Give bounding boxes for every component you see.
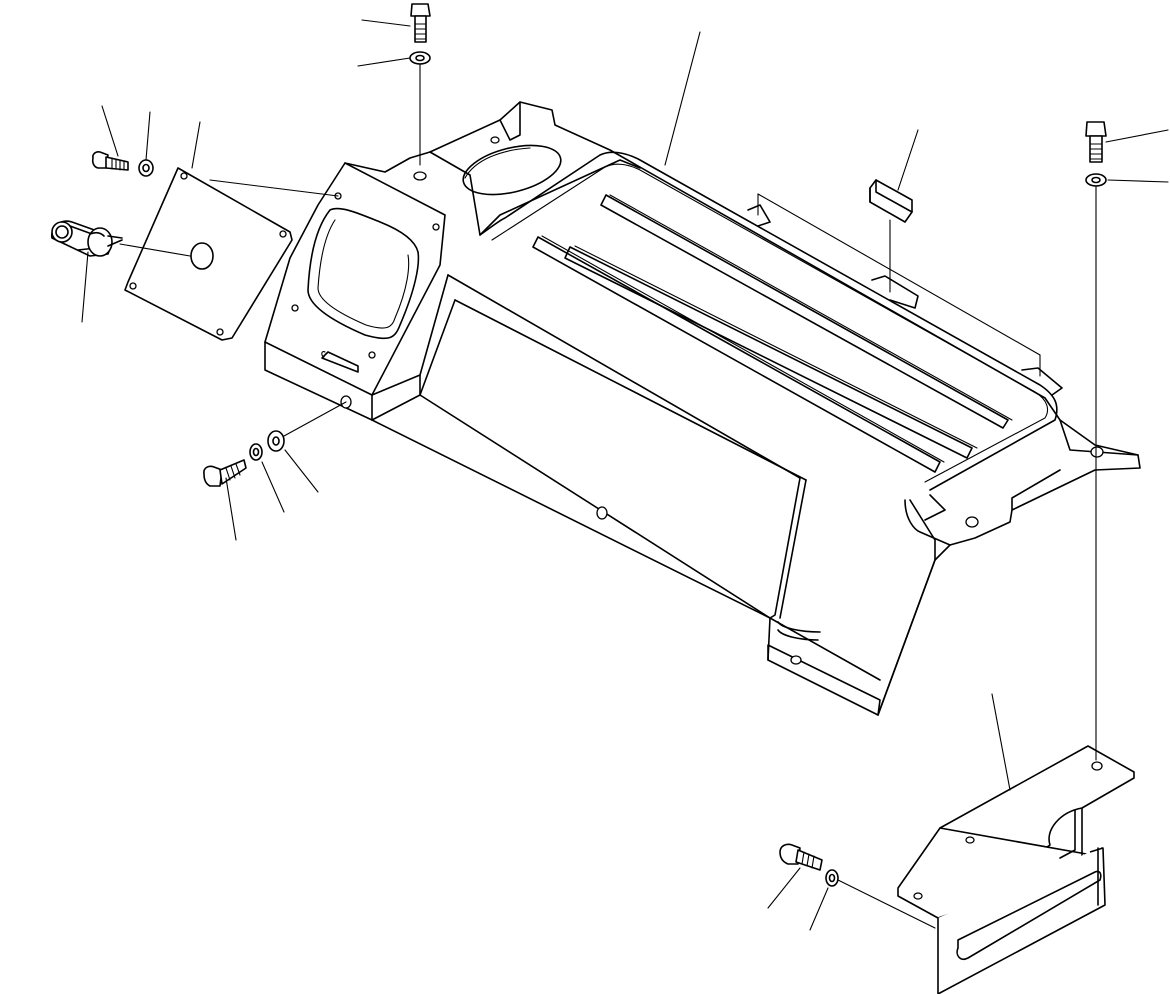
side-access-cover <box>124 167 293 341</box>
leader-clip <box>897 129 919 191</box>
leader-main-tray <box>664 31 701 166</box>
leader-side-cover <box>191 121 201 169</box>
right-top-bolt <box>1085 121 1107 163</box>
leader-right-top-bolt <box>1105 129 1169 143</box>
rail-2 <box>564 245 978 459</box>
rail-1 <box>532 235 945 473</box>
knob-connector <box>50 220 123 257</box>
clip <box>869 179 913 223</box>
top-bolt <box>410 3 431 43</box>
leader-knob <box>81 251 89 323</box>
leader-bracket-washer <box>809 887 829 931</box>
front-washer-small <box>249 443 263 461</box>
bracket-washer <box>825 869 839 887</box>
leader-top-bolt <box>361 19 411 27</box>
leader-top-washer <box>357 57 411 67</box>
bracket-bolt <box>779 843 823 871</box>
leader-cover-bolt <box>101 105 119 157</box>
mounting-bracket <box>897 745 1135 994</box>
leader-front-washer-large <box>284 449 319 493</box>
leader-front-bolt <box>225 477 237 541</box>
front-washer-large <box>267 430 285 452</box>
leader-lines <box>81 19 1169 931</box>
leader-right-top-washer <box>1107 179 1169 183</box>
right-top-washer <box>1085 173 1107 187</box>
cover-washer <box>138 159 154 177</box>
leader-bracket <box>991 693 1011 791</box>
top-washer <box>409 51 431 65</box>
leader-front-washer-small <box>261 461 285 513</box>
main-tray <box>264 101 1141 716</box>
front-bolt <box>203 459 247 487</box>
rail-3 <box>600 194 1013 429</box>
cover-bolt <box>91 151 129 171</box>
assembly-lines <box>119 63 1097 929</box>
leader-bracket-bolt <box>767 867 801 909</box>
leader-cover-washer <box>145 111 151 161</box>
